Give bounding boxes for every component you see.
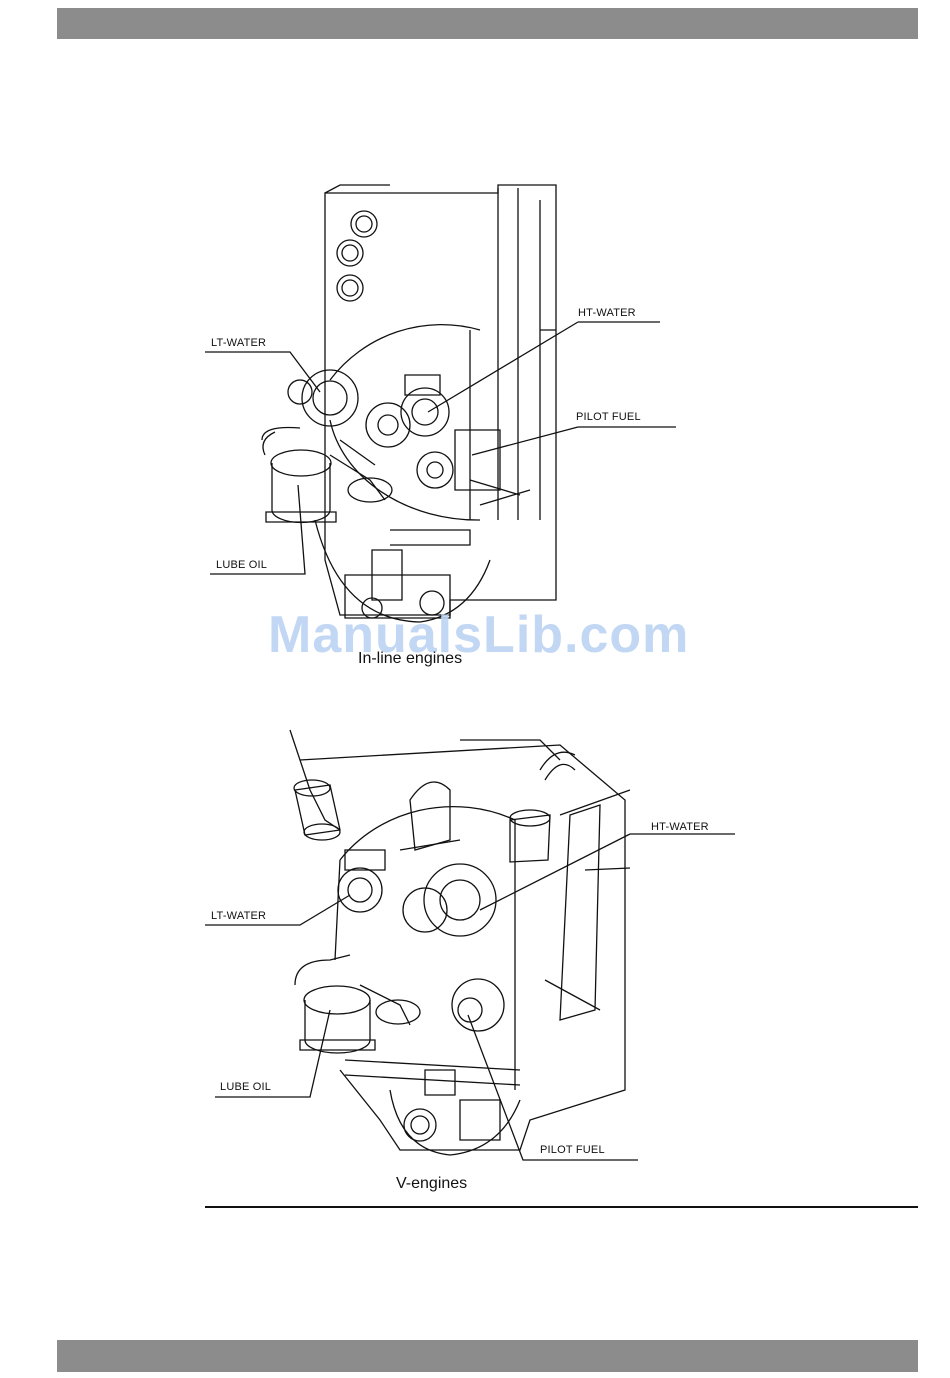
footer-bar — [57, 1340, 918, 1372]
v-lt-water-label: LT-WATER — [211, 910, 266, 922]
v-ht-water-label: HT-WATER — [651, 821, 709, 833]
v-lube-oil-label: LUBE OIL — [220, 1081, 271, 1093]
v-pilot-fuel-label: PILOT FUEL — [540, 1144, 605, 1156]
inline-lt-water-label: LT-WATER — [211, 337, 266, 349]
inline-lube-oil-label: LUBE OIL — [216, 559, 267, 571]
inline-ht-water-label: HT-WATER — [578, 307, 636, 319]
watermark: ManualsLib.com — [268, 605, 689, 665]
v-engine-drawing — [205, 730, 735, 1160]
inline-caption: In-line engines — [358, 650, 462, 668]
v-caption: V-engines — [396, 1175, 467, 1193]
figure-divider — [205, 1206, 918, 1208]
inline-pilot-fuel-label: PILOT FUEL — [576, 411, 641, 423]
inline-engine-drawing — [205, 185, 676, 622]
